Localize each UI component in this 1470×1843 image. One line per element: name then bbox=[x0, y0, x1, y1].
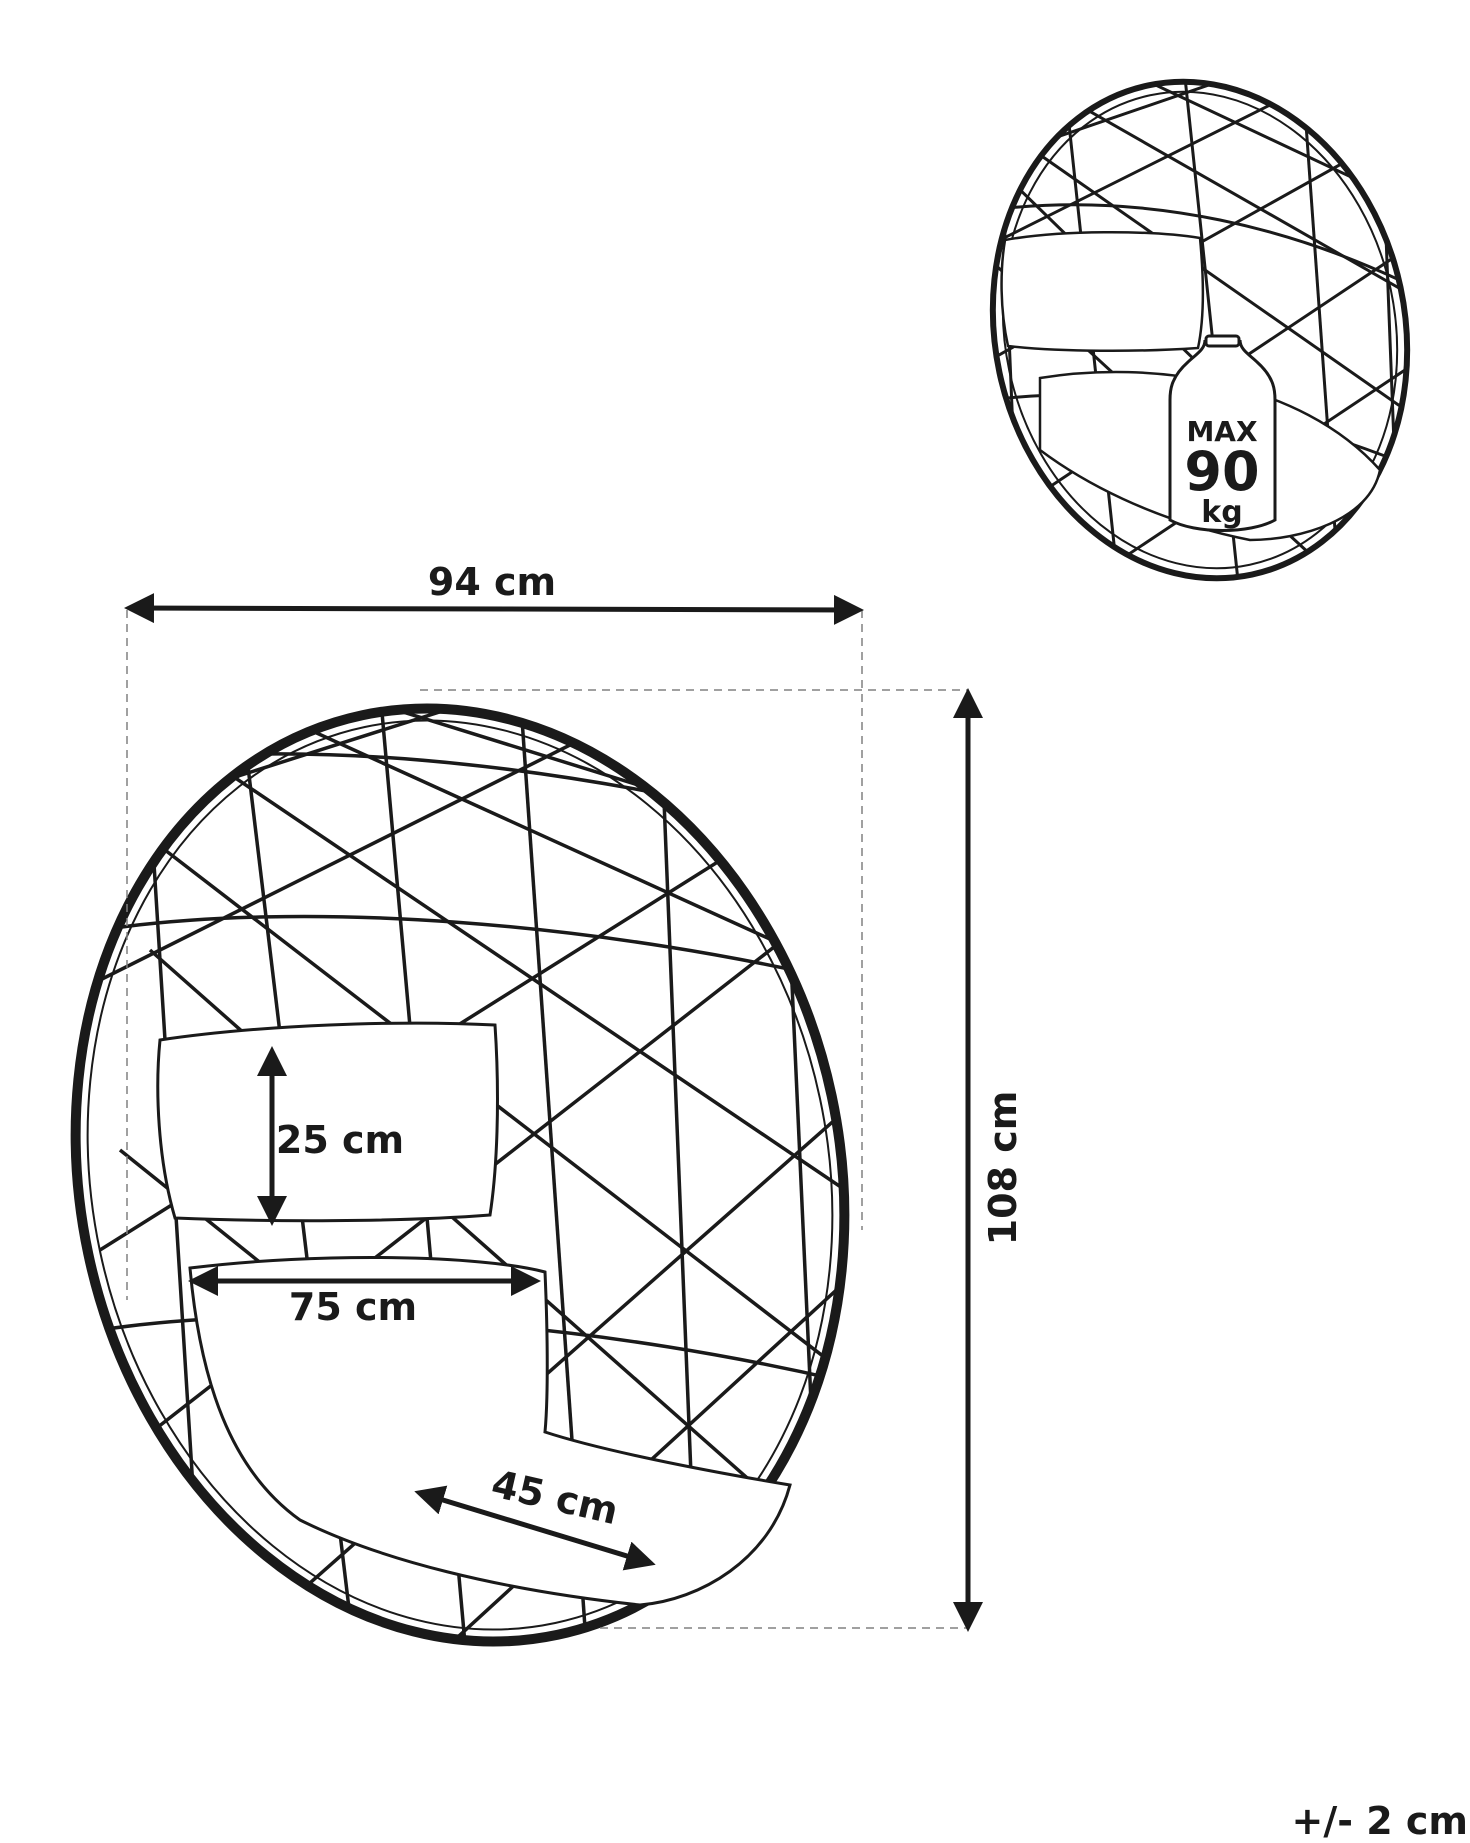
max-load-unit: kg bbox=[1201, 495, 1242, 530]
max-load-value: 90 bbox=[1184, 440, 1259, 503]
dimension-guides bbox=[126, 610, 968, 1629]
weight-icon: MAX 90 kg bbox=[1168, 334, 1277, 532]
height-label: 108 cm bbox=[981, 1091, 1025, 1246]
back-pillow bbox=[156, 1021, 499, 1223]
small-chair-illustration: MAX 90 kg bbox=[979, 42, 1421, 602]
seat-depth-arrow bbox=[414, 1485, 656, 1571]
width-label: 94 cm bbox=[428, 560, 556, 604]
tolerance-note: +/- 2 cm bbox=[1291, 1799, 1468, 1838]
max-load-label: MAX bbox=[1186, 415, 1258, 448]
width-arrow bbox=[124, 593, 864, 625]
main-chair-illustration bbox=[70, 678, 882, 1701]
pillow-height-label: 25 cm bbox=[276, 1118, 404, 1162]
seat-width-label: 75 cm bbox=[289, 1285, 417, 1329]
